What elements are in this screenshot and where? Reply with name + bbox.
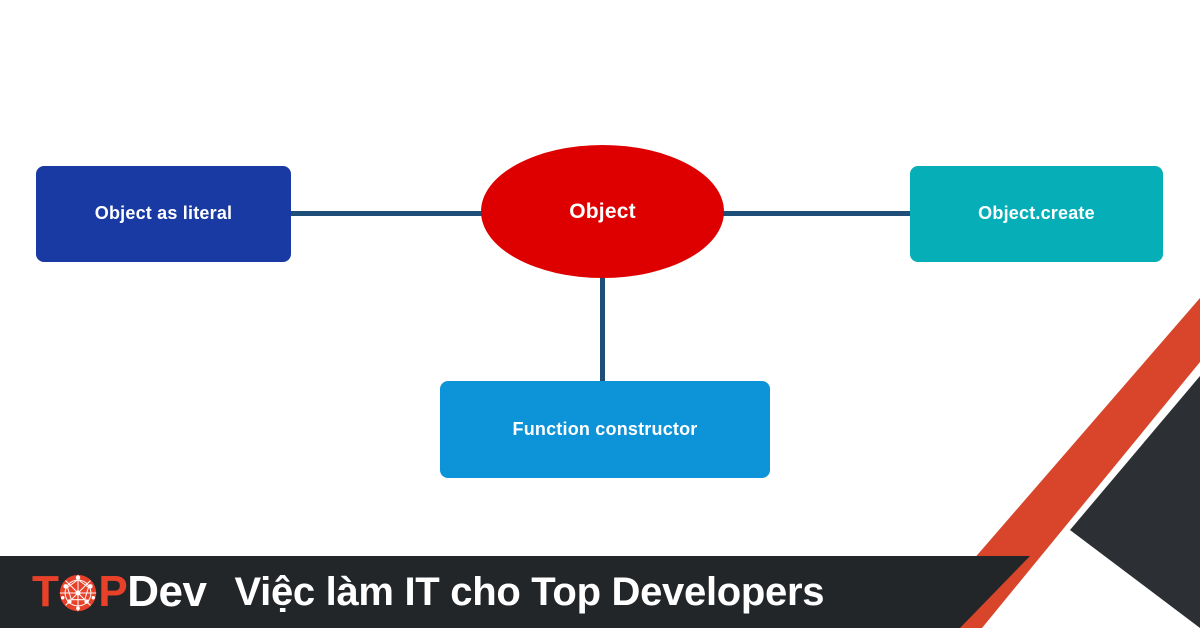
- node-function-constructor[interactable]: Function constructor: [440, 381, 770, 478]
- globe-network-icon: [57, 572, 99, 614]
- connector-object-to-literal: [291, 211, 487, 216]
- connector-object-to-function-constructor: [600, 270, 605, 385]
- node-object-center[interactable]: Object: [481, 145, 724, 278]
- topdev-logo[interactable]: T: [32, 567, 207, 616]
- bottom-banner: T: [0, 556, 1200, 628]
- logo-letter-t: T: [32, 567, 59, 616]
- logo-word-dev: Dev: [127, 567, 207, 616]
- connector-object-to-create: [718, 211, 914, 216]
- logo-letter-p: P: [98, 567, 128, 616]
- banner-content: T: [32, 556, 824, 628]
- mind-map-diagram: Object as literal Object Object.create F…: [36, 145, 1163, 478]
- node-object-as-literal[interactable]: Object as literal: [36, 166, 291, 262]
- banner-tagline: Việc làm IT cho Top Developers: [234, 570, 825, 614]
- banner-background: [0, 556, 1030, 628]
- node-object-create[interactable]: Object.create: [910, 166, 1163, 262]
